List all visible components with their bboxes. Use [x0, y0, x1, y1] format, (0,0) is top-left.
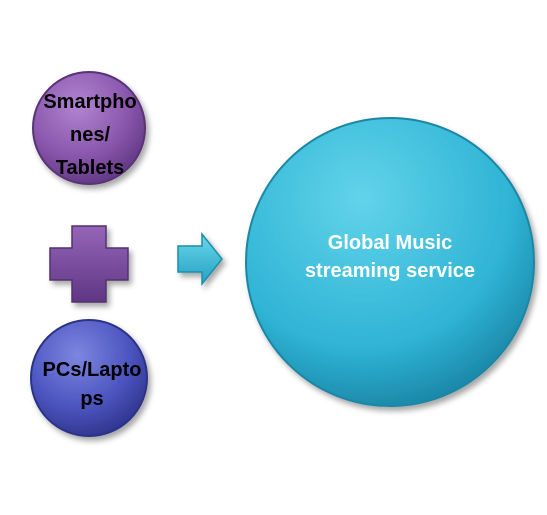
arrow-right-icon — [177, 231, 223, 287]
smartphones-label-line2: nes/ — [69, 124, 111, 146]
pcs-laptops-node — [30, 319, 148, 437]
smartphones-tablets-node — [32, 71, 146, 185]
service-label-line1: Global Music — [327, 232, 453, 254]
pcs-label-line2: ps — [80, 388, 104, 410]
pcs-label-line1: PCs/Lapto — [42, 359, 142, 381]
global-music-service-label: Global Music streaming service — [280, 229, 500, 285]
service-label-line2: streaming service — [304, 260, 476, 282]
pcs-laptops-label: PCs/Lapto ps — [28, 356, 156, 414]
smartphones-label-line3: Tablets — [55, 157, 125, 179]
smartphones-label-line1: Smartpho — [43, 91, 137, 113]
plus-icon — [49, 225, 129, 303]
smartphones-tablets-label: Smartpho nes/ Tablets — [30, 86, 150, 185]
global-music-streaming-service-node — [245, 117, 535, 407]
